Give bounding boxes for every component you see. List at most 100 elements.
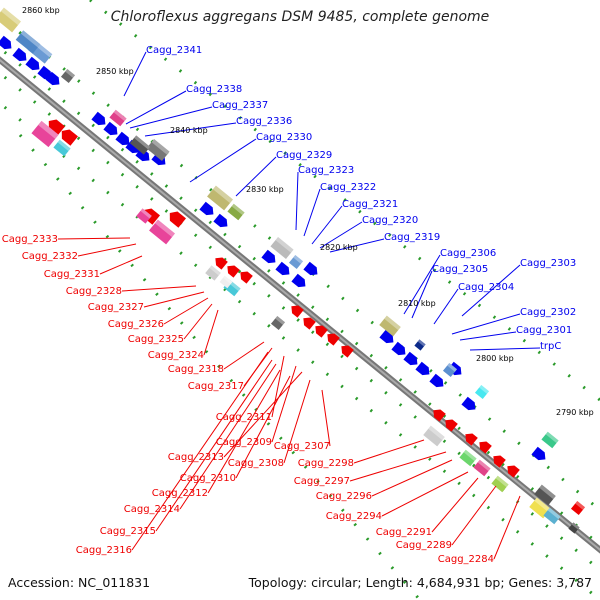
reverse-gene-label[interactable]: Cagg_2314: [124, 504, 180, 515]
forward-gene-arrow[interactable]: [291, 273, 308, 291]
orthology-block[interactable]: [474, 384, 490, 400]
forward-gene-label[interactable]: Cagg_2320: [362, 215, 418, 226]
forward-gene-arrow[interactable]: [303, 261, 320, 279]
forward-gene-arrow[interactable]: [213, 213, 230, 231]
orthology-block[interactable]: [129, 135, 151, 155]
reverse-gene-label[interactable]: Cagg_2332: [22, 251, 78, 262]
reverse-gene-label[interactable]: Cagg_2333: [2, 234, 58, 245]
forward-gene-label[interactable]: Cagg_2323: [298, 165, 354, 176]
reverse-gene-label[interactable]: Cagg_2309: [216, 437, 272, 448]
reverse-gene-label[interactable]: Cagg_2326: [108, 319, 164, 330]
reverse-gene-label[interactable]: Cagg_2312: [152, 488, 208, 499]
reverse-gene-label[interactable]: Cagg_2310: [180, 473, 236, 484]
forward-gene-label[interactable]: Cagg_2341: [146, 45, 202, 56]
reverse-gene-label[interactable]: Cagg_2289: [396, 540, 452, 551]
orthology-block[interactable]: [136, 208, 152, 224]
reverse-gene-label[interactable]: Cagg_2328: [66, 286, 122, 297]
orthology-block[interactable]: [53, 139, 71, 157]
forward-gene-label[interactable]: Cagg_2322: [320, 182, 376, 193]
reverse-gene-label[interactable]: Cagg_2307: [274, 441, 330, 452]
orthology-block[interactable]: [109, 109, 127, 127]
orthology-block[interactable]: [0, 7, 21, 33]
forward-gene-arrow[interactable]: [531, 446, 548, 464]
reverse-gene-label[interactable]: Cagg_2324: [148, 350, 204, 361]
orthology-block[interactable]: [570, 500, 586, 516]
forward-gene-arrow[interactable]: [151, 151, 168, 169]
forward-gene-arrow[interactable]: [275, 261, 292, 279]
forward-gene-label[interactable]: Cagg_2338: [186, 84, 242, 95]
orthology-block[interactable]: [149, 219, 175, 245]
orthology-block[interactable]: [491, 475, 509, 493]
orthology-block[interactable]: [288, 254, 304, 270]
forward-gene-label[interactable]: Cagg_2336: [236, 116, 292, 127]
reverse-gene-arrow[interactable]: [490, 452, 506, 468]
orthology-block[interactable]: [568, 522, 580, 534]
reverse-gene-arrow[interactable]: [504, 462, 520, 478]
orthology-block[interactable]: [473, 459, 491, 477]
forward-gene-label[interactable]: Cagg_2321: [342, 199, 398, 210]
forward-gene-arrow[interactable]: [199, 201, 216, 219]
orthology-block[interactable]: [227, 203, 245, 221]
forward-gene-arrow[interactable]: [125, 139, 142, 157]
reverse-gene-label[interactable]: Cagg_2325: [128, 334, 184, 345]
reverse-gene-label[interactable]: Cagg_2297: [294, 476, 350, 487]
forward-gene-label[interactable]: Cagg_2303: [520, 258, 576, 269]
forward-gene-label[interactable]: Cagg_2330: [256, 132, 312, 143]
orthology-block[interactable]: [543, 507, 561, 525]
forward-gene-label[interactable]: Cagg_2304: [458, 282, 514, 293]
orthology-block[interactable]: [219, 275, 233, 289]
orthology-block[interactable]: [541, 431, 559, 449]
reverse-gene-label[interactable]: Cagg_2311: [216, 412, 272, 423]
forward-gene-label[interactable]: trpC: [540, 341, 561, 352]
reverse-gene-arrow[interactable]: [324, 330, 340, 346]
forward-gene-arrow[interactable]: [103, 121, 120, 139]
reverse-gene-label[interactable]: Cagg_2291: [376, 527, 432, 538]
reverse-gene-label[interactable]: Cagg_2294: [326, 511, 382, 522]
forward-gene-arrow[interactable]: [45, 71, 62, 89]
reverse-gene-label[interactable]: Cagg_2313: [168, 452, 224, 463]
forward-gene-arrow[interactable]: [115, 131, 132, 149]
forward-gene-arrow[interactable]: [12, 47, 29, 65]
forward-gene-arrow[interactable]: [415, 361, 432, 379]
reverse-gene-label[interactable]: Cagg_2317: [188, 381, 244, 392]
forward-gene-label[interactable]: Cagg_2302: [520, 307, 576, 318]
orthology-block[interactable]: [146, 139, 170, 161]
forward-gene-arrow[interactable]: [461, 396, 478, 414]
orthology-block[interactable]: [379, 315, 401, 337]
reverse-gene-arrow[interactable]: [476, 438, 492, 454]
orthology-block[interactable]: [270, 315, 286, 331]
reverse-gene-arrow[interactable]: [442, 416, 458, 432]
reverse-gene-arrow[interactable]: [462, 430, 478, 446]
orthology-block[interactable]: [423, 425, 445, 447]
reverse-gene-arrow[interactable]: [166, 208, 186, 228]
orthology-block[interactable]: [205, 265, 221, 281]
orthology-block[interactable]: [270, 237, 294, 259]
reverse-gene-arrow[interactable]: [58, 126, 78, 146]
orthology-block[interactable]: [459, 449, 477, 467]
reverse-gene-arrow[interactable]: [300, 314, 316, 330]
reverse-gene-label[interactable]: Cagg_2298: [298, 458, 354, 469]
orthology-block[interactable]: [60, 68, 76, 84]
orthology-block[interactable]: [414, 339, 426, 351]
forward-gene-arrow[interactable]: [135, 147, 152, 165]
reverse-gene-arrow[interactable]: [288, 302, 304, 318]
reverse-gene-arrow[interactable]: [338, 342, 354, 358]
forward-gene-arrow[interactable]: [25, 56, 42, 74]
reverse-gene-label[interactable]: Cagg_2284: [438, 554, 494, 565]
orthology-block[interactable]: [31, 120, 59, 148]
reverse-gene-label[interactable]: Cagg_2315: [100, 526, 156, 537]
reverse-gene-label[interactable]: Cagg_2318: [168, 364, 224, 375]
forward-gene-label[interactable]: Cagg_2305: [432, 264, 488, 275]
forward-gene-arrow[interactable]: [37, 65, 54, 83]
forward-gene-arrow[interactable]: [0, 35, 15, 53]
orthology-block[interactable]: [442, 362, 458, 378]
forward-gene-arrow[interactable]: [391, 341, 408, 359]
reverse-gene-arrow[interactable]: [212, 254, 228, 270]
orthology-block[interactable]: [15, 30, 41, 54]
forward-gene-label[interactable]: Cagg_2319: [384, 232, 440, 243]
reverse-gene-label[interactable]: Cagg_2316: [76, 545, 132, 556]
reverse-gene-arrow[interactable]: [430, 406, 446, 422]
reverse-gene-arrow[interactable]: [312, 322, 328, 338]
forward-gene-label[interactable]: Cagg_2329: [276, 150, 332, 161]
reverse-gene-arrow[interactable]: [237, 268, 253, 284]
